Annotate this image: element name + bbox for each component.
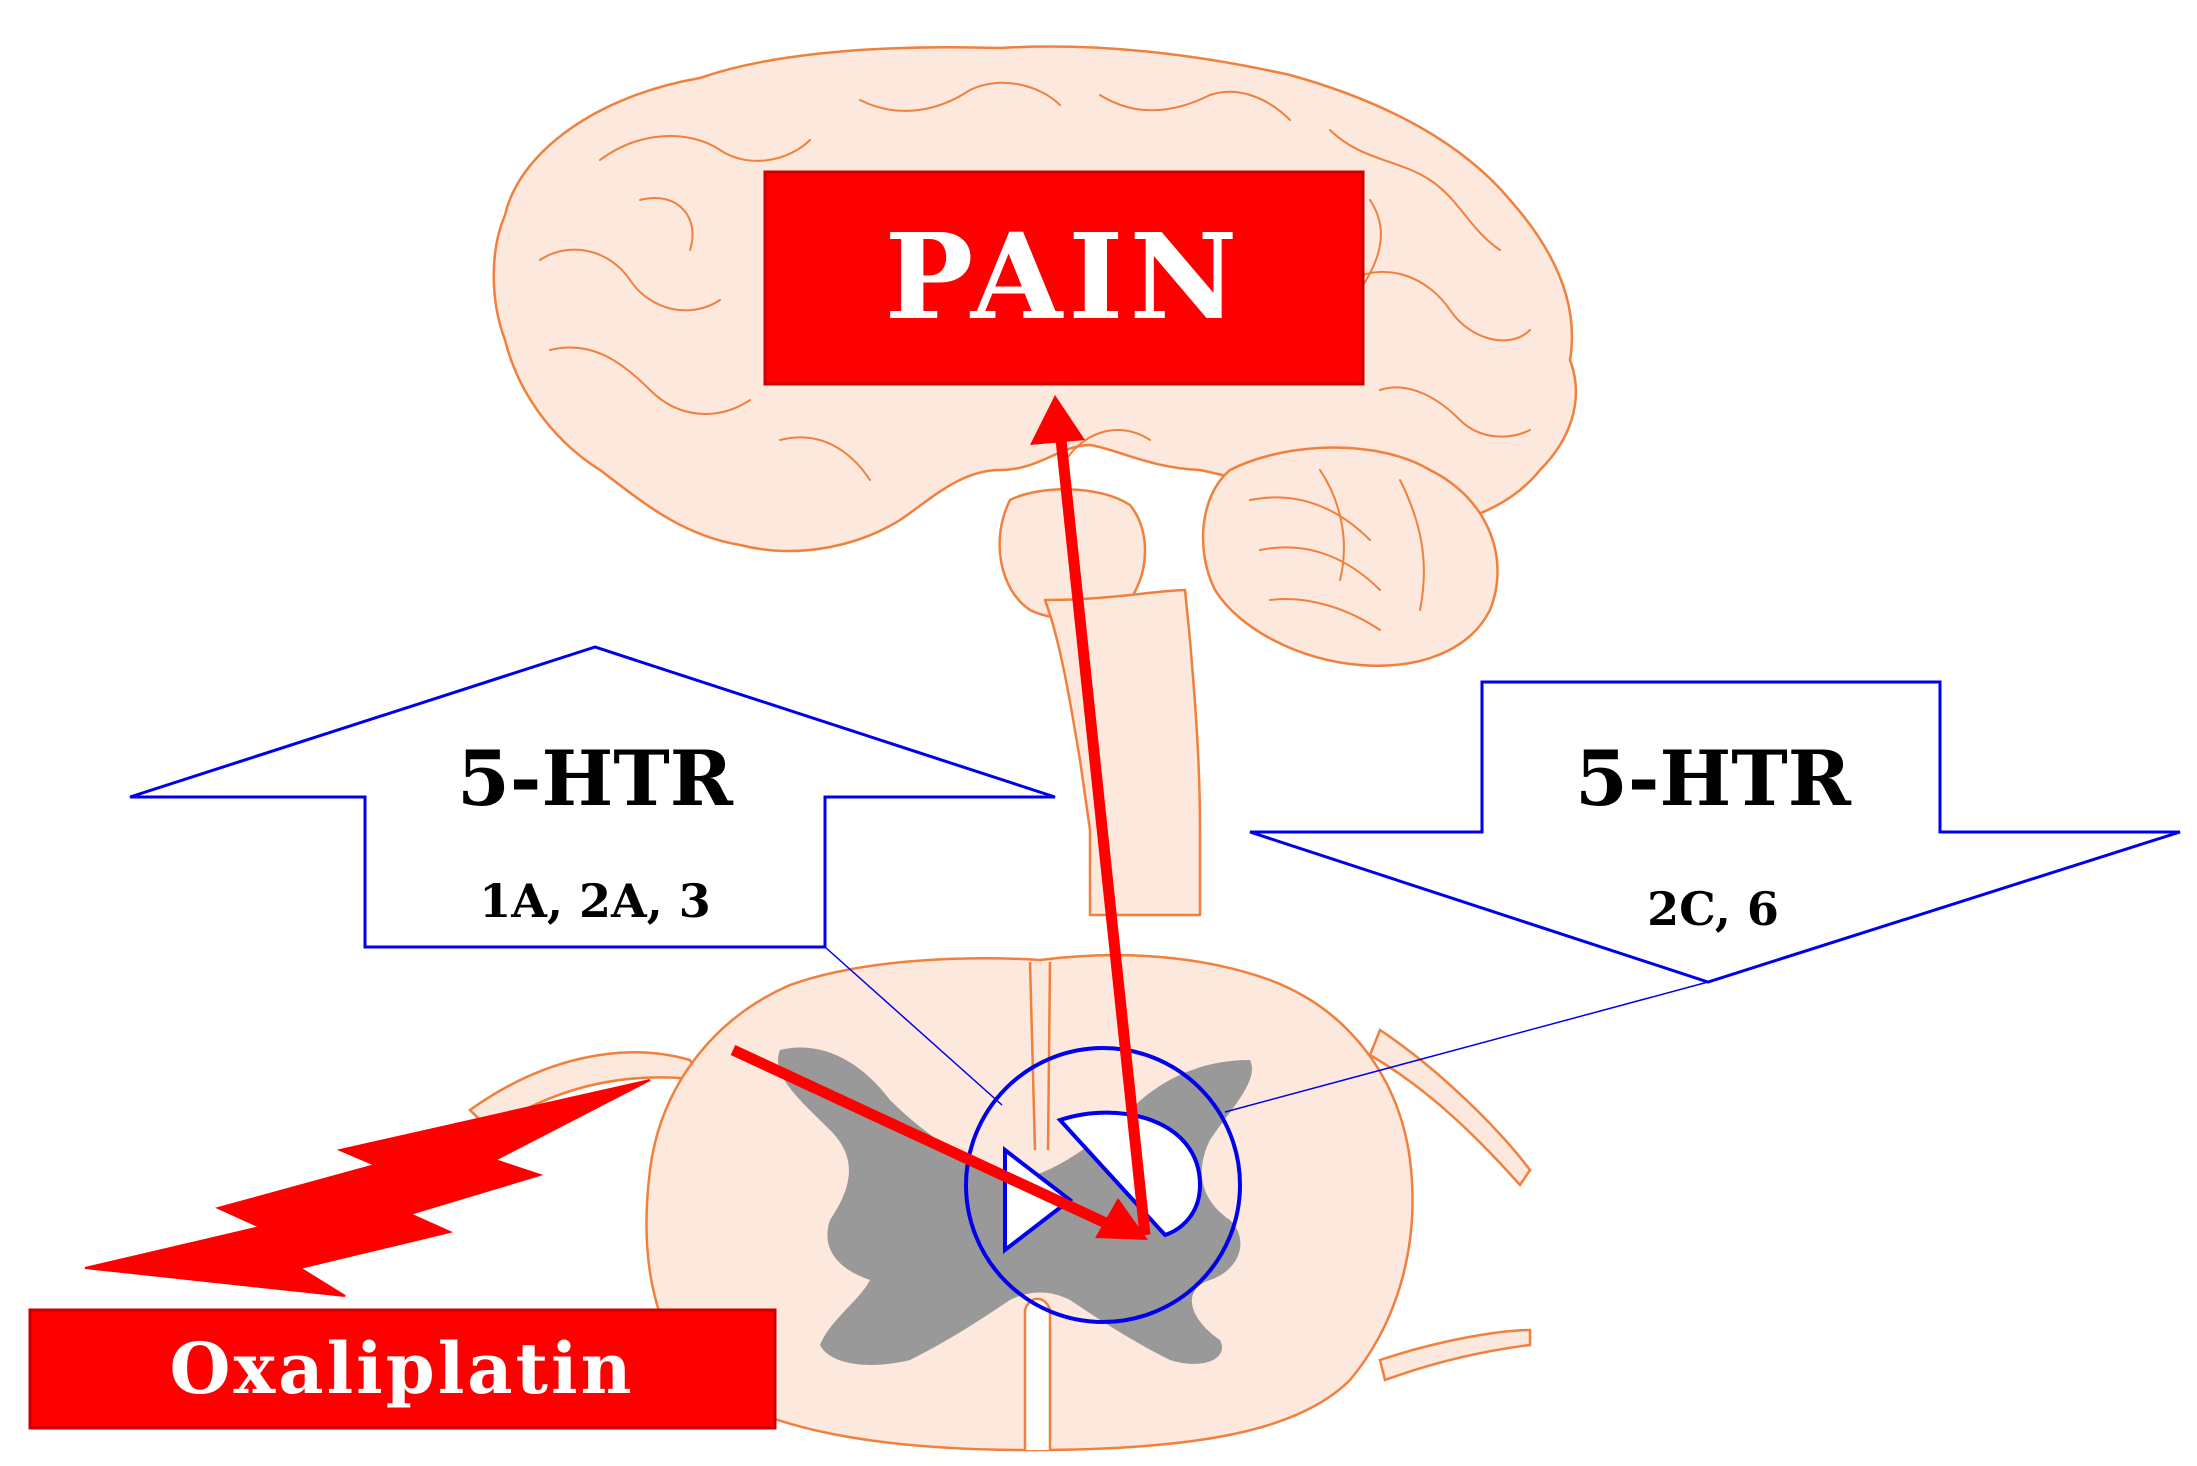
- receptor-down-arrow: [1249, 680, 2181, 984]
- receptor-up-subtypes: 1A, 2A, 3: [479, 874, 710, 928]
- ascending-pain-arrowhead: [1030, 395, 1085, 445]
- connector-line-right: [1224, 981, 1709, 1113]
- lightning-bolt-icon: [84, 1079, 651, 1297]
- oxaliplatin-label: Oxaliplatin: [170, 1327, 635, 1410]
- receptor-up-arrow: [129, 645, 1056, 949]
- oxaliplatin-box: [28, 1308, 777, 1430]
- posterior-median-sulcus: [1028, 961, 1052, 1151]
- ascending-pain-arrow: [1054, 429, 1151, 1236]
- receptor-down-subtypes: 2C, 6: [1647, 882, 1779, 936]
- anterior-median-fissure: [1023, 1297, 1052, 1450]
- afferent-pain-arrowhead: [1095, 1198, 1148, 1240]
- right-nerve-root: [1368, 1028, 1532, 1188]
- right-lower-nerve-root: [1378, 1328, 1532, 1382]
- pain-label: PAIN: [885, 207, 1244, 346]
- pain-signal-arrows: [730, 395, 1151, 1240]
- receptor-down-title: 5-HTR: [1575, 734, 1852, 823]
- afferent-pain-arrow: [730, 1045, 1113, 1230]
- brain-gyri-lines: [539, 81, 1531, 631]
- pain-box: [763, 170, 1365, 386]
- connector-line-left: [824, 946, 1003, 1106]
- receptor-up-title: 5-HTR: [457, 734, 734, 823]
- dorsal-horn-receptor-marker: [964, 1046, 1242, 1324]
